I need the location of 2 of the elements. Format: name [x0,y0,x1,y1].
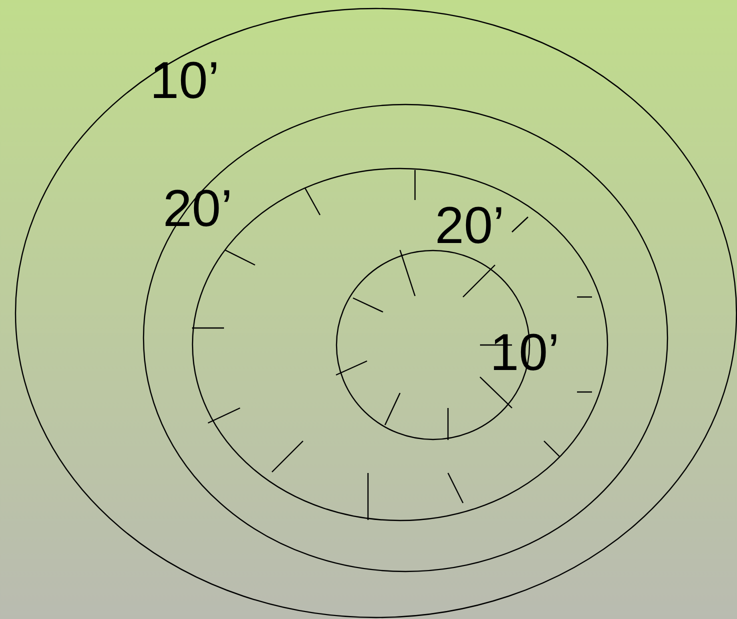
distance-label: 20’ [435,200,504,252]
distance-label: 10’ [150,55,220,107]
